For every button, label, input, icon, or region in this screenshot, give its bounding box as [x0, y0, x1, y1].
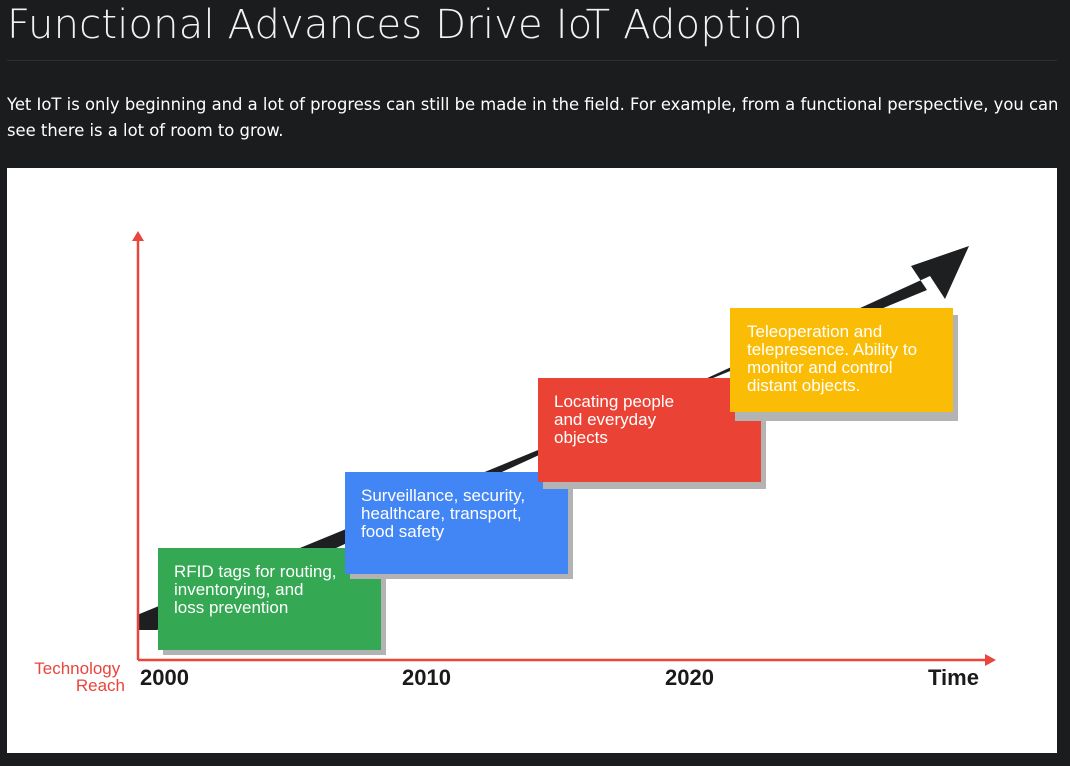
page-title: Functional Advances Drive IoT Adoption: [7, 2, 804, 48]
stage-box-fill: [538, 378, 761, 482]
x-axis-label-time: Time: [928, 665, 979, 690]
intro-paragraph: Yet IoT is only beginning and a lot of p…: [7, 95, 1059, 140]
y-axis-arrowhead: [132, 231, 144, 241]
stage-box-fill: [730, 308, 953, 412]
y-axis-label-line-2: Reach: [76, 676, 125, 695]
year-label-2000: 2000: [140, 665, 189, 690]
title-divider: [7, 60, 1057, 61]
y-axis-label-line-1: Technology: [34, 659, 121, 678]
x-axis-arrowhead: [985, 654, 996, 666]
year-label-2020: 2020: [665, 665, 714, 690]
year-label-2010: 2010: [402, 665, 451, 690]
stage-box-text: Surveillance, security,healthcare, trans…: [361, 486, 525, 541]
stage-box-fill: [158, 548, 381, 650]
y-axis-label: Technology Reach: [34, 659, 125, 695]
stage-box-fill: [345, 472, 568, 574]
stage-box-surveillance: Surveillance, security,healthcare, trans…: [345, 472, 573, 579]
